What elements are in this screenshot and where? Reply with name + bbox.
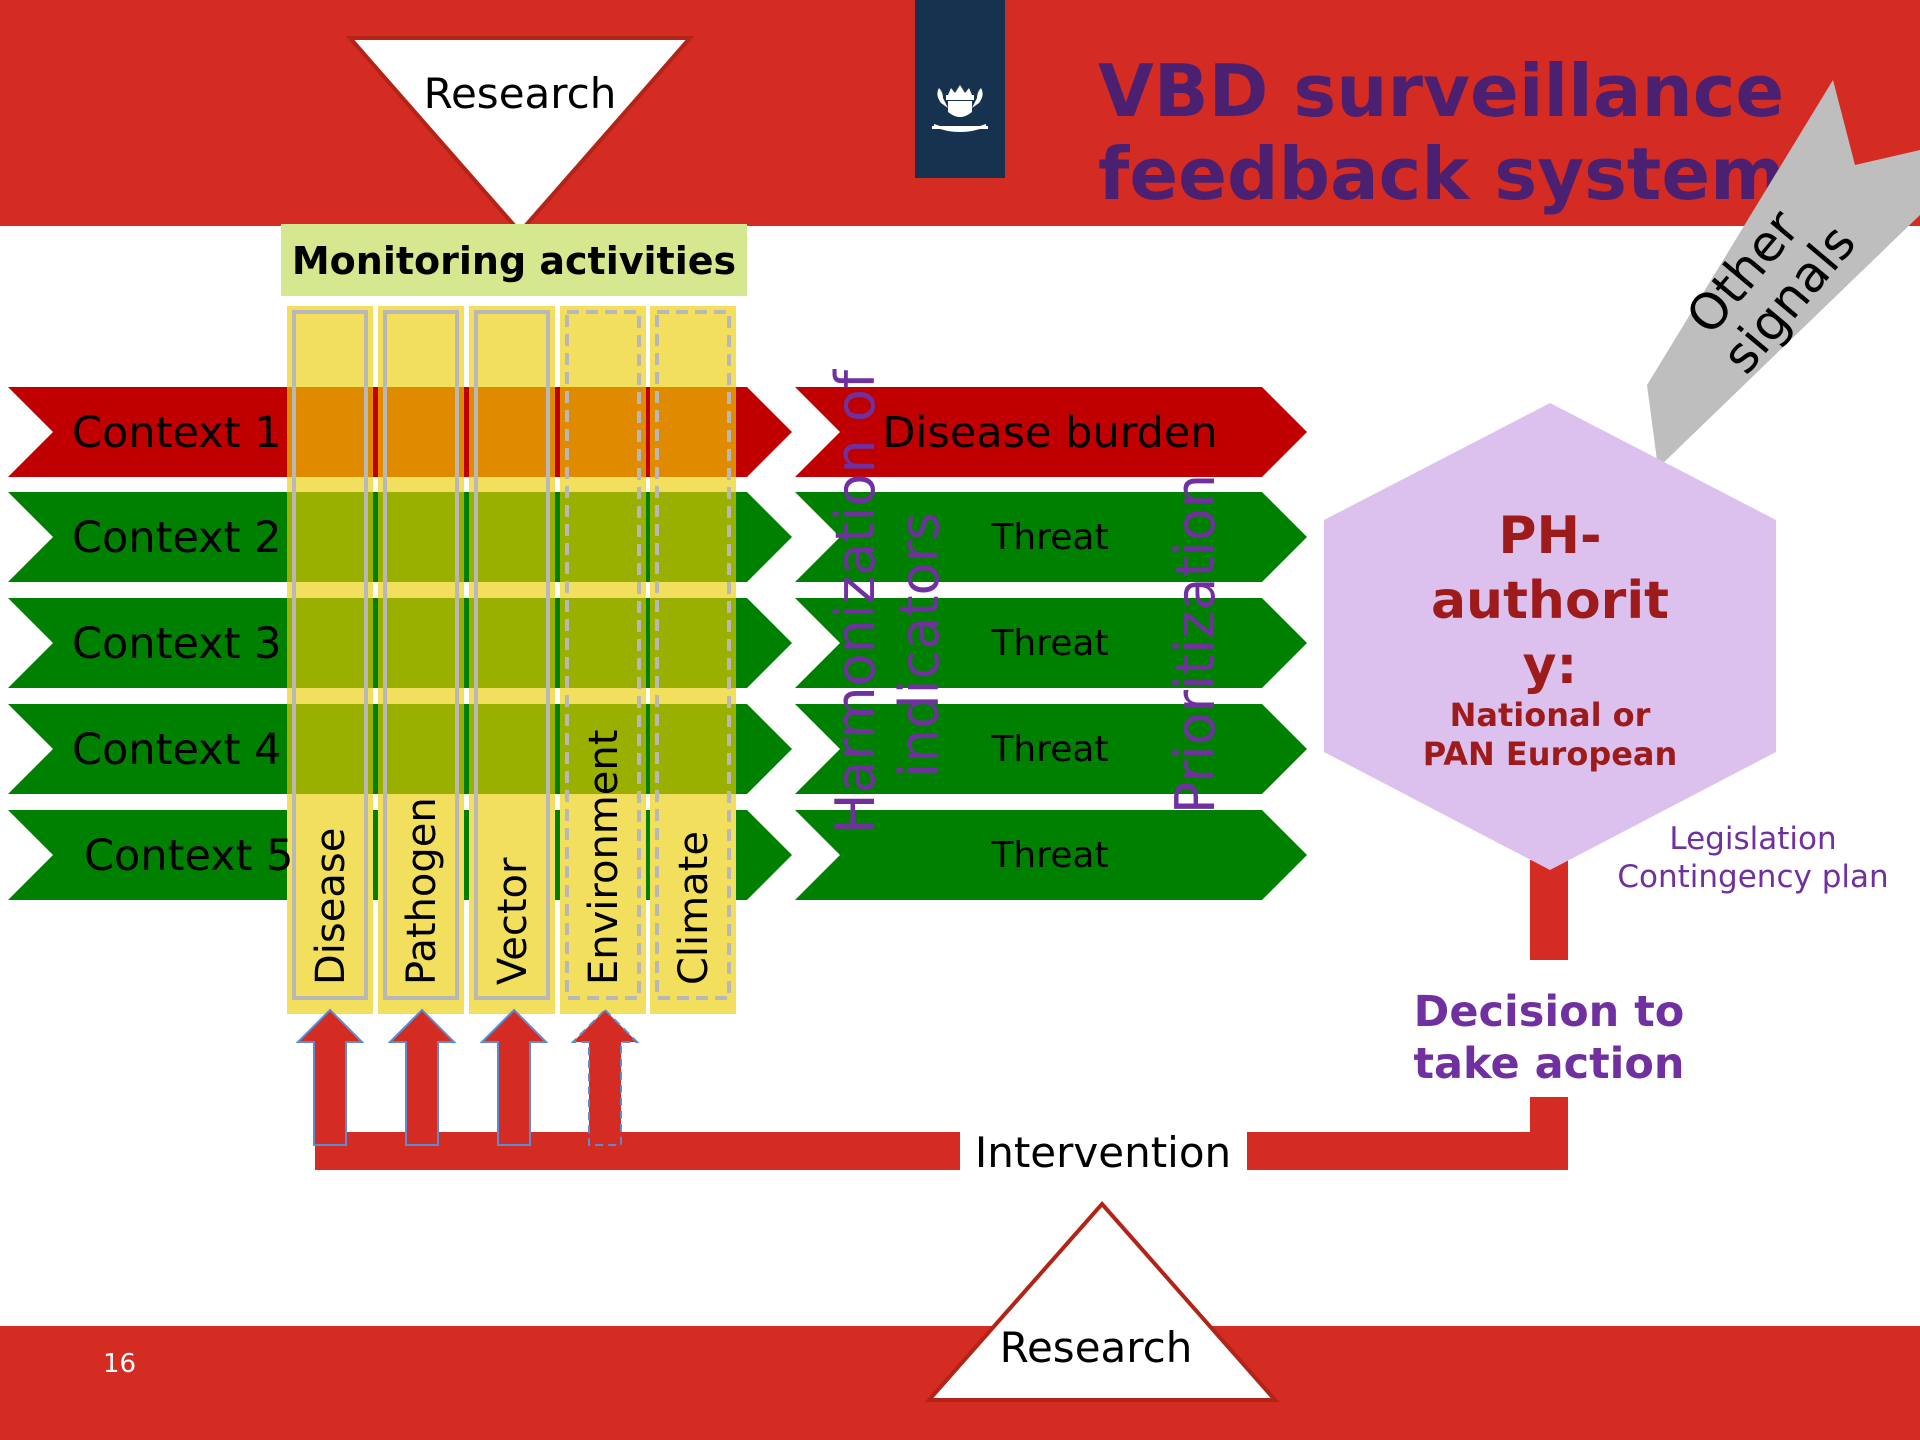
column-label-vector: Vector [490, 857, 536, 985]
slide-title-line1: VBD surveillance [1098, 49, 1784, 133]
cell-climate-row1 [650, 387, 736, 477]
column-label-disease: Disease [308, 828, 354, 985]
output-arrows [795, 387, 1307, 900]
cell-environment-row4 [560, 704, 646, 794]
column-pathogen [378, 306, 464, 1014]
cell-climate-row3 [650, 598, 736, 688]
authority-title-line1: PH- [1498, 506, 1601, 566]
cell-pathogen-row2 [378, 492, 464, 582]
cell-vector-row1 [469, 387, 555, 477]
decision-label-line1: Decision to [1414, 987, 1685, 1037]
up-arrow-1 [295, 1008, 365, 1146]
column-label-pathogen: Pathogen [399, 797, 445, 985]
output-label-5: Threat [990, 835, 1108, 876]
government-logo [915, 0, 1005, 178]
output-arrow-4 [795, 704, 1307, 794]
column-label-climate: Climate [671, 831, 717, 985]
cell-pathogen-row1 [378, 387, 464, 477]
context-label-5: Context 5 [84, 831, 293, 881]
output-label-1: Disease burden [882, 408, 1217, 458]
authority-title-line3: y: [1523, 636, 1578, 696]
decision-label-line2: take action [1413, 1039, 1684, 1089]
monitoring-activities-box [281, 224, 747, 296]
column-climate [650, 306, 736, 1014]
output-arrow-1 [795, 387, 1307, 477]
cell-environment-row2 [560, 492, 646, 582]
output-arrow-2 [795, 492, 1307, 582]
cell-disease-row3 [287, 598, 373, 688]
column-disease [287, 306, 373, 1014]
cell-disease-row4 [287, 704, 373, 794]
feedback-loop [315, 860, 1568, 1170]
page-number: 16 [103, 1349, 136, 1379]
column-label-environment: Environment [581, 730, 627, 985]
cell-environment-row3 [560, 598, 646, 688]
context-labels: Context 1 Context 2 Context 3 Context 4 Cont… [72, 408, 293, 881]
context-label-4: Context 4 [72, 725, 281, 775]
research-bottom-label: Research [1000, 1323, 1193, 1372]
cell-environment-row1 [560, 387, 646, 477]
contingency-plan-label: Contingency plan [1617, 859, 1888, 895]
output-label-4: Threat [990, 729, 1108, 770]
legislation-label: Legislation [1669, 821, 1836, 857]
cell-pathogen-row4 [378, 704, 464, 794]
up-arrow-2 [387, 1008, 457, 1146]
prioritization-label: Prioritization [1164, 474, 1227, 814]
cell-climate-row2 [650, 492, 736, 582]
research-top-label: Research [424, 69, 617, 118]
cell-climate-row4 [650, 704, 736, 794]
output-label-3: Threat [990, 623, 1108, 664]
cell-vector-row4 [469, 704, 555, 794]
harmonization-label-line2: indicators [888, 512, 951, 778]
harmonization-label-line1: Harmonization of [824, 368, 887, 834]
cell-vector-row3 [469, 598, 555, 688]
up-arrows [295, 1008, 640, 1146]
slide-title-line2: feedback system [1098, 132, 1785, 216]
other-signals-arrow: Other signals [1647, 80, 1920, 468]
research-top-triangle: Research [345, 36, 695, 236]
ph-authority-hexagon: PH- authorit y: National or PAN European [1324, 403, 1776, 870]
authority-title-line2: authorit [1431, 571, 1669, 631]
up-arrow-4 [570, 1008, 640, 1146]
column-vector [469, 306, 555, 1014]
context-label-1: Context 1 [72, 408, 281, 458]
column-environment [560, 306, 646, 1014]
output-label-2: Threat [990, 517, 1108, 558]
monitoring-activities-label: Monitoring activities [292, 239, 736, 283]
cell-disease-row1 [287, 387, 373, 477]
context-label-3: Context 3 [72, 619, 281, 669]
up-arrow-3 [479, 1008, 549, 1146]
context-label-2: Context 2 [72, 513, 281, 563]
cell-pathogen-row3 [378, 598, 464, 688]
column-labels: Disease Pathogen Vector Environment Climate [308, 730, 717, 985]
cell-disease-row2 [287, 492, 373, 582]
research-bottom-triangle: Research [924, 1200, 1280, 1402]
output-arrow-5 [795, 810, 1307, 900]
cell-vector-row2 [469, 492, 555, 582]
intervention-label: Intervention [975, 1128, 1231, 1177]
output-arrow-3 [795, 598, 1307, 688]
authority-sub-line2: PAN European [1423, 735, 1678, 773]
monitoring-columns [287, 306, 736, 1014]
authority-sub-line1: National or [1450, 696, 1651, 734]
